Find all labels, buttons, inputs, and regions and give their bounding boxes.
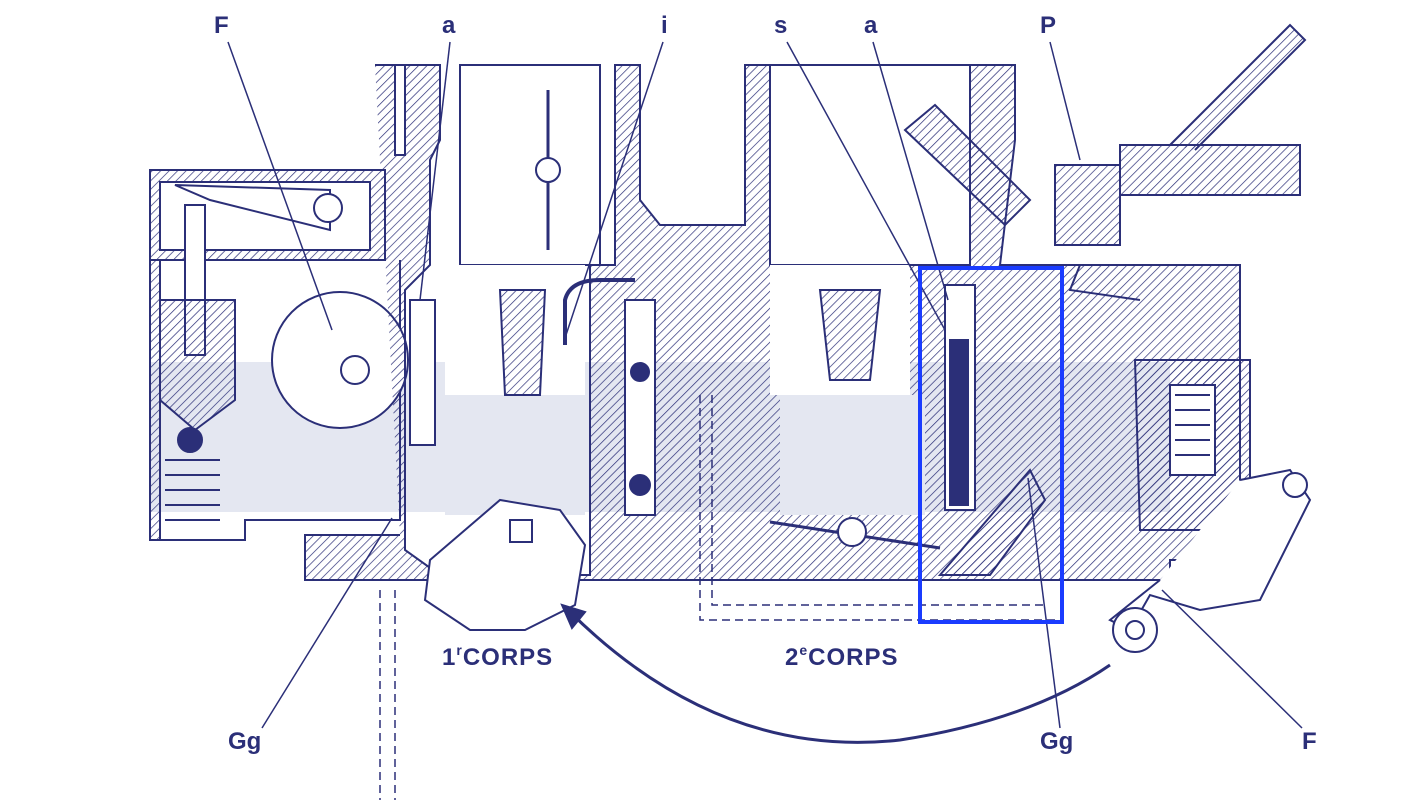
- label-pump: P: [1040, 12, 1057, 39]
- label-main-jet-1: Gg: [228, 728, 262, 755]
- float: [271, 291, 409, 429]
- label-air-corrector-2: a: [864, 12, 878, 39]
- highlight-box: [918, 266, 1064, 624]
- label-first-body: 1rCORPS: [442, 643, 553, 670]
- second-body-number: 2: [785, 644, 800, 671]
- first-body-number: 1: [442, 644, 457, 671]
- label-s: s: [774, 12, 788, 39]
- label-idle-tube: i: [661, 12, 668, 39]
- label-main-jet-2: Gg: [1040, 728, 1074, 755]
- second-body-word: CORPS: [808, 644, 899, 671]
- first-body-word: CORPS: [462, 644, 554, 671]
- throttle-cam: [423, 498, 587, 631]
- second-body-suffix: e: [799, 642, 809, 658]
- label-float-top: F: [214, 12, 229, 39]
- first-body-suffix: r: [456, 642, 463, 658]
- linkage-arrow: [568, 610, 1111, 744]
- label-second-body: 2eCORPS: [785, 643, 899, 670]
- label-air-corrector-1: a: [442, 12, 456, 39]
- label-float-bottom: F: [1302, 728, 1317, 755]
